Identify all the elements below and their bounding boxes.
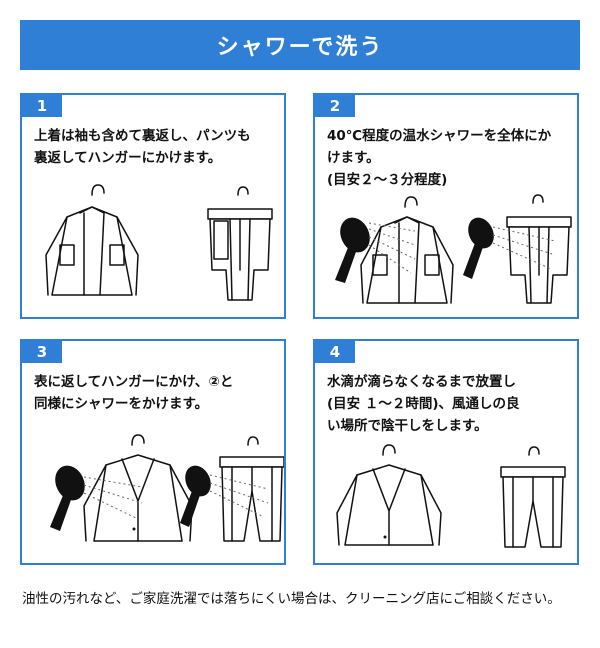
shower-head-icon — [180, 465, 211, 527]
step-instruction: 40℃程度の温水シャワーを全体にか けます。 (目安２～３分程度) — [327, 128, 552, 188]
step-instruction: 上着は袖も含めて裏返し、パンツも 裏返してハンガーにかけます。 — [34, 128, 251, 166]
water-spray-icon — [83, 476, 143, 520]
water-spray-icon — [209, 474, 269, 518]
step-card-2: 2 40℃程度の温水シャワーを全体にか けます。 (目安２～３分程度) — [313, 93, 579, 319]
step-card-1: 1 上着は袖も含めて裏返し、パンツも 裏返してハンガーにかけます。 — [20, 93, 286, 319]
drying-illustration — [336, 444, 566, 548]
step-instruction: 水滴が滴らなくなるまで放置し (目安 １～２時間)、風通しの良 い場所で陰干しを… — [327, 374, 520, 434]
inside-out-clothes-illustration — [45, 184, 273, 301]
page-title: シャワーで洗う — [20, 20, 580, 70]
step-instruction: 表に返してハンガーにかけ、②と 同様にシャワーをかけます。 — [34, 374, 234, 412]
step-number-badge: 4 — [315, 341, 355, 363]
shower-right-side-illustration — [50, 434, 284, 542]
footer-note: 油性の汚れなど、ご家庭洗濯では落ちにくい場合は、クリーニング店にご相談ください。 — [22, 591, 561, 607]
pants-inside-out-icon — [207, 186, 273, 301]
shower-inside-out-illustration — [335, 194, 572, 304]
step-number-badge: 2 — [315, 95, 355, 117]
pants-inside-out-icon — [506, 194, 572, 304]
water-spray-icon — [368, 222, 416, 274]
jacket-inside-out-icon — [360, 196, 454, 304]
pants-icon — [219, 436, 284, 542]
shower-head-icon — [463, 217, 494, 279]
step-number-badge: 1 — [22, 95, 62, 117]
step-card-3: 3 表に返してハンガーにかけ、②と 同様にシャワーをかけます。 — [20, 339, 286, 565]
shower-head-icon — [335, 217, 370, 283]
step-card-4: 4 水滴が滴らなくなるまで放置し (目安 １～２時間)、風通しの良 い場所で陰干… — [313, 339, 579, 565]
shower-head-icon — [50, 465, 85, 531]
pants-icon — [500, 446, 566, 548]
jacket-icon — [83, 434, 193, 542]
step-number-badge: 3 — [22, 341, 62, 363]
water-spray-icon — [492, 226, 556, 270]
jacket-icon — [336, 444, 442, 546]
jacket-inside-out-icon — [45, 184, 139, 296]
